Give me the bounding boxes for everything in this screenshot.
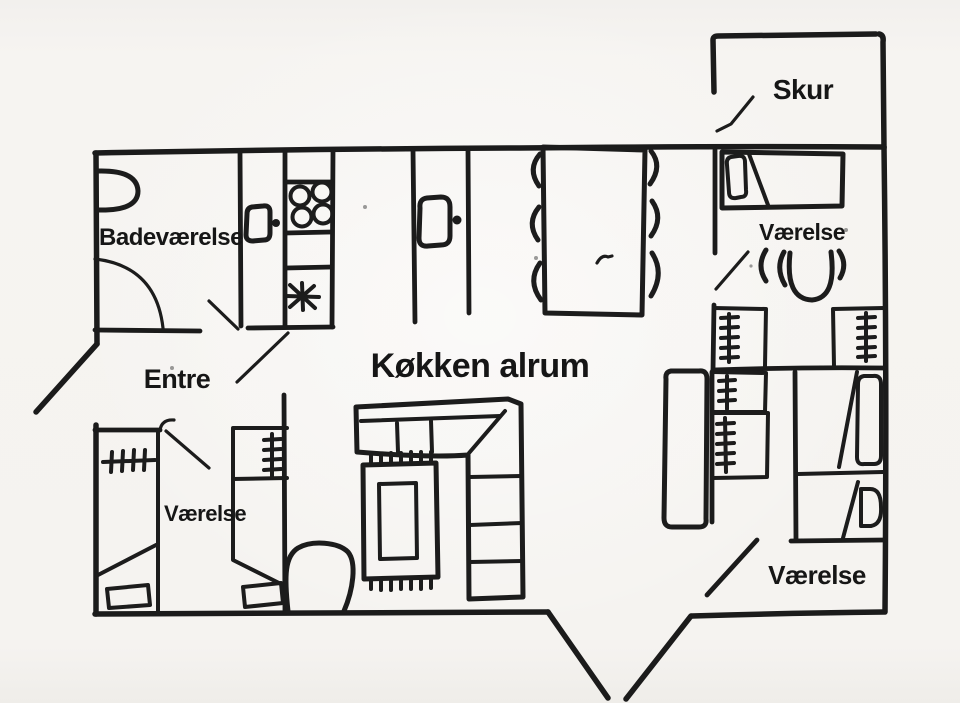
skur-door-leaf-icon xyxy=(715,95,755,133)
entrance-diagonal-wall xyxy=(33,341,100,415)
pantry-right-wall xyxy=(465,147,472,316)
dining-chair-icon xyxy=(530,151,543,189)
right-bedrooms-divider-wall xyxy=(792,369,799,543)
room-label-koekken-alrum: Køkken alrum xyxy=(371,347,590,385)
armchair-icon xyxy=(283,540,356,614)
bed-divider xyxy=(796,470,885,476)
bunk-bed-icon xyxy=(712,306,768,368)
bottom-notch-left-diagonal xyxy=(545,609,611,701)
pillow-icon xyxy=(855,373,883,467)
pillow-icon xyxy=(105,583,152,610)
blanket-fold xyxy=(96,543,158,577)
skur-right-wall xyxy=(876,31,887,151)
rug-icon xyxy=(360,450,441,592)
skur-left-top-wall xyxy=(710,31,879,95)
bed-icon xyxy=(841,480,884,540)
bed-icon xyxy=(96,428,160,615)
right-rooms-wall-mid xyxy=(710,302,717,373)
right-wall xyxy=(881,144,889,615)
bed-icon xyxy=(719,149,846,211)
exterior-walls xyxy=(33,31,889,702)
bottom-right-room-top-wall xyxy=(788,537,887,544)
bedroom-middle-right xyxy=(661,368,885,540)
bedroom-top-right xyxy=(712,149,886,368)
bottom-left-room-door-leaf-icon xyxy=(164,429,211,470)
bathroom-fixtures xyxy=(95,168,141,213)
desk-chair-icon xyxy=(758,247,847,303)
entre-kitchen-door-leaf-icon xyxy=(235,331,290,384)
room-label-vaerelse-bottom-left: Værelse xyxy=(164,501,246,526)
pantry-door-icon xyxy=(416,194,462,249)
room-label-entre: Entre xyxy=(144,364,211,394)
bathroom-right-wall xyxy=(237,148,244,329)
dining-set xyxy=(529,144,661,318)
blanket-fold xyxy=(231,478,285,587)
cabinet-door-icon xyxy=(243,203,280,244)
dining-chair-icon xyxy=(648,250,661,299)
bunk-bed-icon xyxy=(831,306,886,368)
pillow-icon xyxy=(241,581,285,609)
living-area-furniture xyxy=(283,396,526,614)
pillow-icon xyxy=(724,153,749,201)
bed-icon xyxy=(231,426,289,609)
pantry-left-wall xyxy=(410,147,418,325)
room-label-skur: Skur xyxy=(773,74,834,105)
dining-chair-icon xyxy=(648,198,661,239)
wardrobe-icon xyxy=(661,368,710,530)
stove-bottom-divider xyxy=(283,229,334,236)
left-wall-upper xyxy=(93,150,100,347)
kitchen-cabinet-right-wall xyxy=(329,147,336,330)
bathroom-door-swing-icon xyxy=(93,257,165,330)
right-room-door-leaf-icon xyxy=(714,250,750,291)
table-mark xyxy=(595,254,614,265)
bunk-bed-icon xyxy=(711,370,768,414)
bathroom-door-leaf-icon xyxy=(207,299,240,331)
pillow-icon xyxy=(859,486,884,528)
dining-chair-icon xyxy=(531,260,544,303)
bunk-bed-icon xyxy=(711,411,770,480)
bedroom-bottom-left xyxy=(96,426,289,615)
bottom-wall-left xyxy=(92,609,551,617)
dining-chair-icon xyxy=(529,204,542,243)
room-label-vaerelse-top-right: Værelse xyxy=(759,219,845,245)
bottom-wall-right xyxy=(689,609,887,619)
bed-icon xyxy=(837,370,883,469)
corner-sofa-icon xyxy=(353,396,526,602)
counter-divider xyxy=(283,264,335,271)
bottom-notch-right-diagonal xyxy=(623,613,694,702)
kitchen-sink-star-icon xyxy=(284,281,321,312)
stove-burners-icon xyxy=(288,180,335,229)
top-wall xyxy=(92,143,887,156)
bathroom-sink-icon xyxy=(95,168,141,213)
room-labels: Skur Badeværelse Entre Køkken alrum Være… xyxy=(99,74,866,590)
room-label-vaerelse-bottom-right: Værelse xyxy=(768,560,866,590)
right-rooms-divider-wall xyxy=(710,365,887,373)
paper-specks xyxy=(170,205,848,370)
kitchen-fixtures xyxy=(243,180,462,312)
bottom-right-room-diagonal-wall xyxy=(704,537,760,598)
interior-walls xyxy=(92,147,887,616)
blanket-fold xyxy=(747,152,770,207)
dining-chair-icon xyxy=(647,148,660,187)
door-frame-hinge xyxy=(158,418,176,432)
bathroom-bottom-wall xyxy=(92,327,203,334)
room-label-badevaerelse: Badeværelse xyxy=(99,224,243,251)
dining-table-icon xyxy=(540,144,648,318)
kitchen-cabinet-bottom xyxy=(245,324,336,331)
